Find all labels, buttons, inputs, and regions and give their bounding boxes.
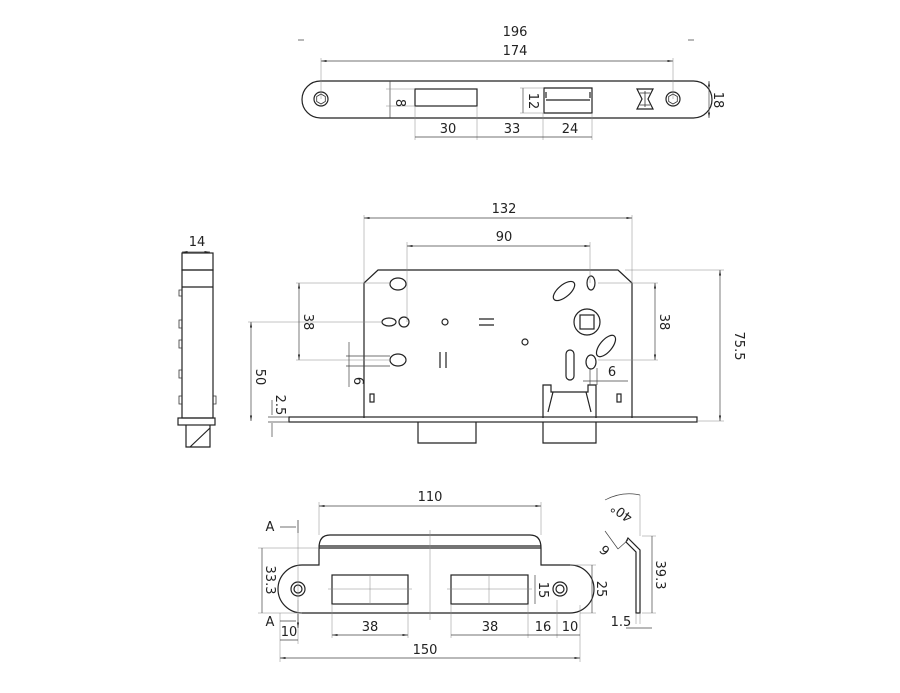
dim-10-right: 10 (562, 620, 579, 635)
strike-outline (277, 534, 595, 614)
body-faceplate (288, 416, 698, 423)
dim-14: 14 (189, 235, 206, 250)
side-view: 14 (177, 235, 217, 448)
dim-132: 132 (492, 202, 517, 217)
dim-6-lip: 6 (597, 541, 613, 557)
dim-16: 16 (535, 620, 552, 635)
section-label-bottom: A (266, 615, 275, 630)
spindle-hub (573, 308, 601, 336)
dim-2-5: 2.5 (272, 395, 287, 416)
dim-12: 12 (525, 93, 540, 110)
body-outline (363, 269, 633, 418)
keyhole (381, 316, 410, 328)
dim-40-deg: 40° (608, 499, 635, 525)
dim-8: 8 (392, 99, 407, 107)
logo-mark (636, 88, 654, 110)
strike-section-view: 39.3 1.5 40° 6 (597, 493, 667, 630)
latch-opening (414, 88, 478, 107)
lock-body-view: 132 90 75.5 38 50 2.5 6 38 6 (248, 202, 746, 444)
strike-opening-right (450, 574, 529, 605)
strike-hole-right (552, 581, 568, 597)
section-profile (625, 536, 641, 614)
dim-39-3: 39.3 (652, 561, 667, 590)
dim-110: 110 (418, 490, 443, 505)
dim-90: 90 (496, 230, 513, 245)
dim-18: 18 (710, 92, 725, 109)
section-label-top: A (266, 520, 275, 535)
dim-33-3: 33.3 (262, 566, 277, 595)
dim-6-left: 6 (350, 377, 365, 385)
spindle-square (579, 314, 595, 330)
dim-38-strike-right: 38 (482, 620, 499, 635)
dim-30: 30 (440, 122, 457, 137)
dim-50: 50 (252, 369, 267, 386)
slot-bottom-left (389, 353, 407, 367)
dim-24: 24 (562, 122, 579, 137)
bolt-opening (543, 87, 593, 114)
dim-6-right: 6 (608, 365, 616, 380)
dim-196: 196 (503, 25, 528, 40)
dim-33: 33 (504, 122, 521, 137)
dim-150: 150 (413, 643, 438, 658)
dim-174: 174 (503, 44, 528, 59)
dim-75-5: 75.5 (731, 332, 746, 361)
dim-38-right: 38 (656, 314, 671, 331)
faceplate-outline (301, 80, 713, 119)
dim-10-left: 10 (281, 625, 298, 640)
dim-38-left: 38 (300, 314, 315, 331)
strike-plate-view: 110 150 38 38 16 10 10 33.3 25 15 A A (258, 490, 608, 662)
faceplate-view: 196 174 8 12 18 30 33 24 (298, 25, 725, 140)
slot-top-left (389, 277, 407, 291)
dim-38-strike-left: 38 (362, 620, 379, 635)
dim-25: 25 (593, 581, 608, 598)
dim-1-5: 1.5 (611, 615, 632, 630)
dim-15: 15 (535, 582, 550, 599)
